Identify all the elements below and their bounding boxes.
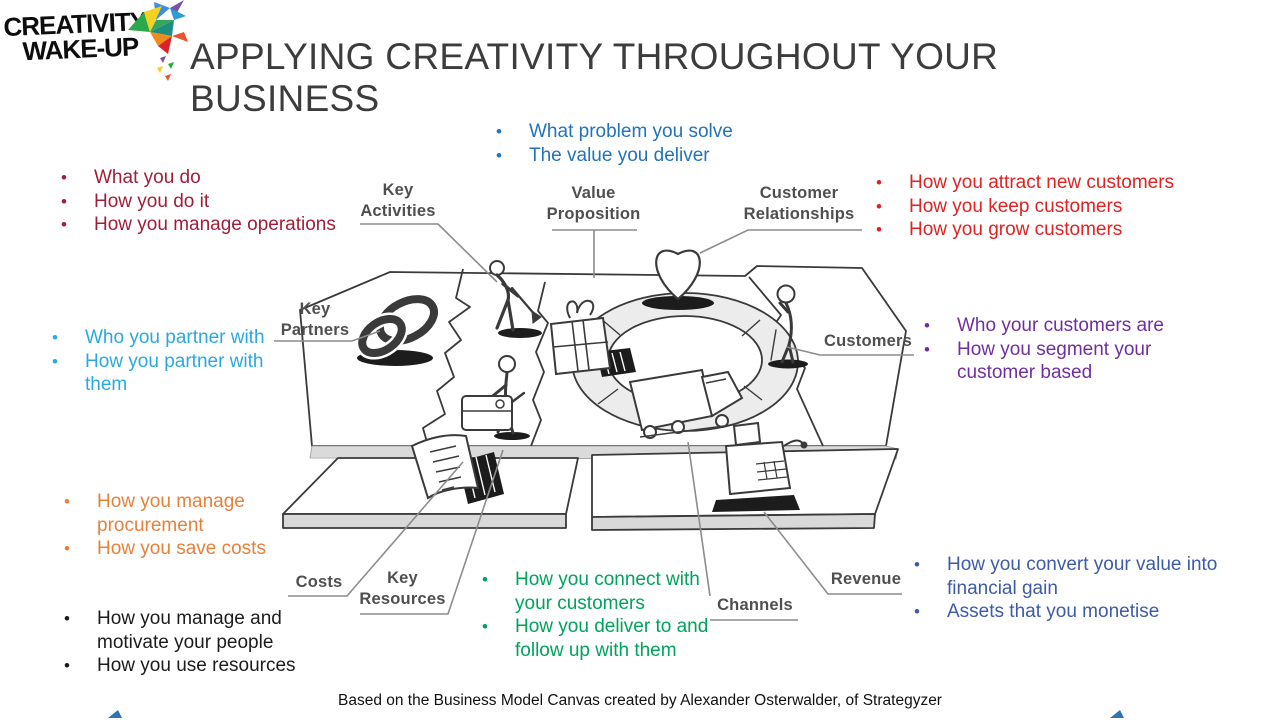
bullet-dot: • xyxy=(52,351,58,371)
note-costs: •How you manage procurement •How you sav… xyxy=(60,490,280,561)
list-item: •How you manage operations xyxy=(57,213,367,237)
canvas-board xyxy=(282,265,907,531)
bullet-dot: • xyxy=(61,215,67,234)
customer-person-icon xyxy=(768,284,808,369)
bullet-dot: • xyxy=(496,145,502,165)
list-item: •How you segment your customer based xyxy=(920,338,1170,385)
leader-value-proposition xyxy=(552,229,637,278)
note-value-proposition: •What problem you solve •The value you d… xyxy=(492,120,772,167)
bullet-dot: • xyxy=(914,602,920,621)
leader-key-activities xyxy=(360,223,498,283)
list-item: •Assets that you monetise xyxy=(910,600,1250,624)
interlocked-rings-icon xyxy=(355,295,438,366)
list-item: •What problem you solve xyxy=(492,120,772,144)
origami-bird-icon xyxy=(128,0,188,81)
note-key-activities: •What you do •How you do it •How you man… xyxy=(57,166,367,237)
list-item: •How you do it xyxy=(57,190,367,214)
note-customer-relationships: •How you attract new customers •How you … xyxy=(872,171,1202,242)
bullet-dot: • xyxy=(64,609,70,628)
bullet-dot: • xyxy=(64,656,70,675)
note-revenue: •How you convert your value into financi… xyxy=(910,553,1250,624)
leader-customer-relationships xyxy=(699,229,862,254)
list-item: •How you manage and motivate your people xyxy=(60,607,320,654)
list-item: •How you convert your value into financi… xyxy=(910,553,1250,600)
cash-register-icon xyxy=(712,421,808,512)
list-item: •How you save costs xyxy=(60,537,280,561)
bullet-dot: • xyxy=(61,168,67,187)
canvas-label-key-resources: Key Resources xyxy=(359,569,446,608)
bullet-dot: • xyxy=(876,220,882,239)
list-item: •Who you partner with xyxy=(48,326,288,350)
bullet-dot: • xyxy=(64,492,70,511)
list-item: •How you partner with them xyxy=(48,350,288,397)
bullet-dot: • xyxy=(876,173,882,192)
note-channels: •How you connect with your customers •Ho… xyxy=(478,568,728,662)
list-item: •How you attract new customers xyxy=(872,171,1202,195)
attribution-text: Based on the Business Model Canvas creat… xyxy=(338,692,942,709)
bullet-dot: • xyxy=(924,339,930,359)
canvas-label-channels: Channels xyxy=(717,596,793,614)
bullet-dot: • xyxy=(914,555,920,574)
bullet-dot: • xyxy=(496,122,502,141)
digging-person-icon xyxy=(489,260,542,338)
list-item: •How you manage procurement xyxy=(60,490,280,537)
list-item: •The value you deliver xyxy=(492,144,772,168)
canvas-label-customers: Customers xyxy=(824,332,912,350)
note-people-resources: •How you manage and motivate your people… xyxy=(60,607,320,678)
bullet-dot: • xyxy=(876,196,882,216)
cost-document-icon xyxy=(410,434,504,504)
list-item: •How you keep customers xyxy=(872,195,1202,219)
canvas-label-key-partners: Key Partners xyxy=(280,300,350,339)
bullet-dot: • xyxy=(64,539,70,558)
list-item: •How you grow customers xyxy=(872,218,1202,242)
canvas-label-value-proposition: Value Proposition xyxy=(546,184,641,223)
canvas-label-customer-relationships: Customer Relationships xyxy=(743,184,855,223)
gift-box-icon xyxy=(549,299,636,377)
heart-icon xyxy=(642,249,714,310)
page-title: APPLYING CREATIVITY THROUGHOUT YOUR BUSI… xyxy=(190,36,999,119)
list-item: •How you use resources xyxy=(60,654,320,678)
bullet-dot: • xyxy=(52,328,58,347)
worker-machine-icon xyxy=(461,355,530,440)
note-key-partners: •Who you partner with •How you partner w… xyxy=(48,326,288,397)
canvas-label-key-activities: Key Activities xyxy=(360,181,436,220)
bullet-dot: • xyxy=(482,617,488,636)
list-item: •How you deliver to and follow up with t… xyxy=(478,615,728,662)
list-item: •How you connect with your customers xyxy=(478,568,728,615)
bullet-dot: • xyxy=(924,316,930,335)
list-item: •What you do xyxy=(57,166,367,190)
delivery-truck-icon xyxy=(628,368,744,439)
canvas-label-revenue: Revenue xyxy=(830,570,902,588)
corner-accent-right xyxy=(1110,710,1124,718)
bullet-dot: • xyxy=(482,570,488,589)
corner-accent-left xyxy=(108,710,122,718)
note-customers: •Who your customers are •How you segment… xyxy=(920,314,1170,385)
list-item: •Who your customers are xyxy=(920,314,1170,338)
bullet-dot: • xyxy=(61,191,67,211)
canvas-label-costs: Costs xyxy=(295,573,343,591)
leader-lines xyxy=(274,223,914,621)
